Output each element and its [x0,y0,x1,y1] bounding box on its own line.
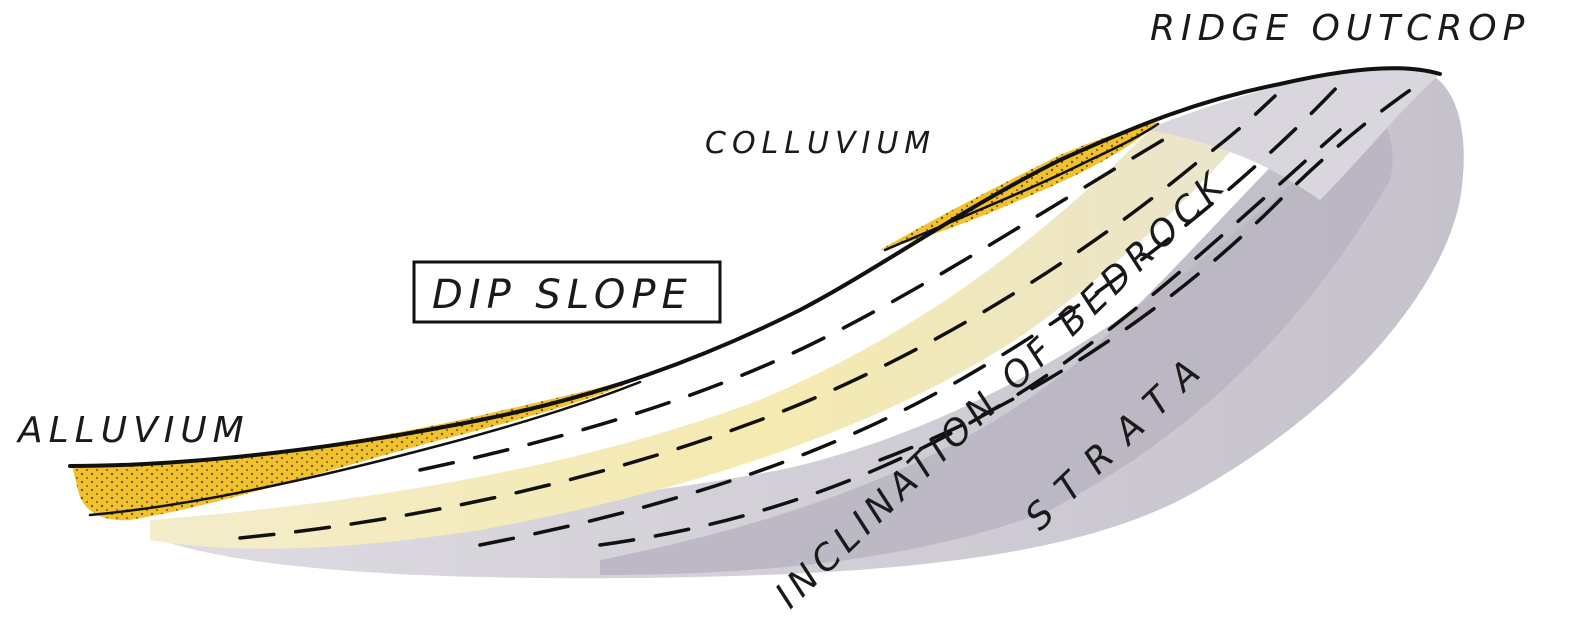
colluvium-label: COLLUVIUM [705,126,936,161]
dip-slope-label: DIP SLOPE [432,272,693,318]
ridge-outcrop-label: RIDGE OUTCROP [1150,8,1530,49]
alluvium-label: ALLUVIUM [16,410,250,451]
